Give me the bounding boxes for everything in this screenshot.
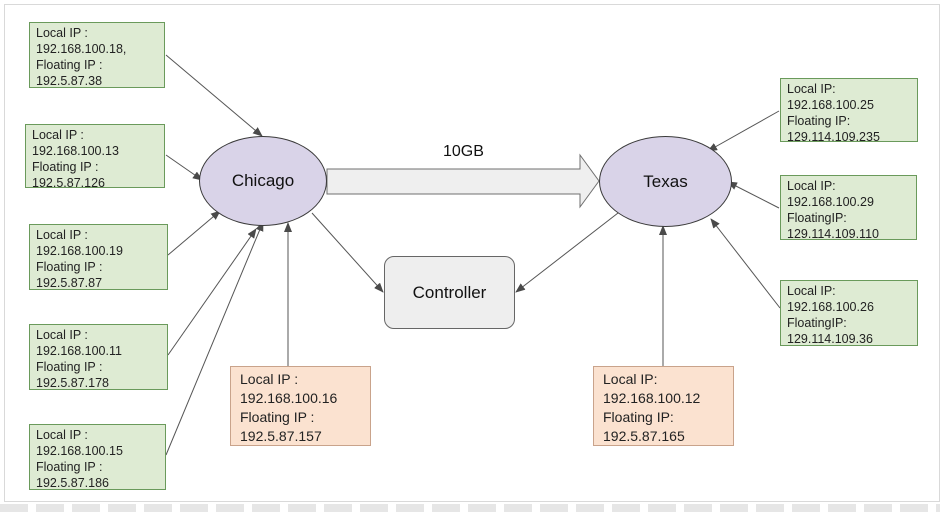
edge-host5-chicago [165, 221, 264, 456]
host-line: 192.168.100.12 [603, 390, 701, 406]
host-line: Floating IP : [32, 160, 99, 174]
host-line: 192.5.87.186 [36, 476, 109, 490]
host-line: Local IP : [36, 26, 88, 40]
host-line: 192.168.100.25 [787, 98, 874, 112]
host-line: 192.168.100.11 [36, 344, 122, 358]
host-line: 192.168.100.13 [32, 144, 119, 158]
host-line: Local IP: [603, 371, 658, 387]
toolbar-strip [0, 504, 940, 512]
texas-host-box: Local IP: 192.168.100.26 FloatingIP: 129… [780, 280, 918, 346]
chicago-main-box: Local IP : 192.168.100.16 Floating IP : … [230, 366, 371, 446]
host-line: Floating IP : [240, 409, 315, 425]
host-line: 192.5.87.126 [32, 176, 105, 190]
edge-host3-chicago [167, 210, 221, 256]
chicago-node[interactable]: Chicago [199, 136, 327, 226]
edge-host4-chicago [167, 228, 257, 356]
chicago-host-box: Local IP : 192.168.100.18, Floating IP :… [29, 22, 165, 88]
host-line: 192.5.87.87 [36, 276, 103, 290]
host-line: FloatingIP: [787, 316, 847, 330]
host-line: Local IP: [787, 179, 836, 193]
chicago-host-box: Local IP : 192.168.100.19 Floating IP : … [29, 224, 168, 290]
edge-thost3-texas [710, 218, 781, 309]
controller-label: Controller [412, 282, 487, 302]
host-line: 129.114.109.235 [787, 130, 880, 144]
host-line: 192.168.100.29 [787, 195, 874, 209]
edge-host1-chicago [165, 54, 263, 137]
chicago-host-box: Local IP : 192.168.100.13 Floating IP : … [25, 124, 165, 190]
texas-host-box: Local IP: 192.168.100.29 FloatingIP: 129… [780, 175, 917, 241]
texas-main-box: Local IP: 192.168.100.12 Floating IP: 19… [593, 366, 734, 446]
edge-chicago-controller [311, 212, 384, 293]
host-line: 192.168.100.18, [36, 42, 127, 56]
host-line: FloatingIP: [787, 211, 847, 225]
chicago-host-box: Local IP : 192.168.100.11 Floating IP : … [29, 324, 168, 390]
texas-label: Texas [643, 171, 688, 191]
host-line: Floating IP : [36, 460, 103, 474]
host-line: Local IP : [36, 328, 88, 342]
host-line: Local IP : [36, 428, 88, 442]
host-line: 192.5.87.178 [36, 376, 109, 390]
host-line: Local IP: [787, 82, 836, 96]
host-line: Local IP : [32, 128, 84, 142]
host-line: Floating IP : [36, 58, 103, 72]
edge-texas-controller [515, 212, 619, 293]
link-bandwidth-label: 10GB [443, 143, 484, 160]
host-line: Floating IP: [787, 114, 851, 128]
edge-thost2-texas [727, 181, 780, 209]
host-line: Floating IP: [603, 409, 674, 425]
host-line: 129.114.109.110 [787, 227, 879, 241]
host-line: Floating IP : [36, 260, 103, 274]
host-line: Local IP : [240, 371, 299, 387]
link-arrow [326, 153, 600, 209]
host-line: 192.168.100.15 [36, 444, 123, 458]
host-line: Floating IP : [36, 360, 103, 374]
chicago-label: Chicago [231, 171, 295, 190]
texas-host-box: Local IP: 192.168.100.25 Floating IP: 12… [780, 78, 918, 144]
texas-node[interactable]: Texas [599, 136, 732, 227]
host-line: 192.168.100.19 [36, 244, 123, 258]
host-line: 192.5.87.157 [240, 428, 322, 444]
edge-thost1-texas [707, 110, 780, 152]
host-line: 192.168.100.26 [787, 300, 874, 314]
host-line: 192.5.87.38 [36, 74, 103, 88]
host-line: 129.114.109.36 [787, 332, 873, 346]
chicago-host-box: Local IP : 192.168.100.15 Floating IP : … [29, 424, 166, 490]
edge-host2-chicago [165, 154, 203, 181]
host-line: 192.168.100.16 [240, 390, 338, 406]
controller-node[interactable]: Controller [384, 256, 515, 329]
host-line: 192.5.87.165 [603, 428, 685, 444]
host-line: Local IP : [36, 228, 88, 242]
host-line: Local IP: [787, 284, 836, 298]
